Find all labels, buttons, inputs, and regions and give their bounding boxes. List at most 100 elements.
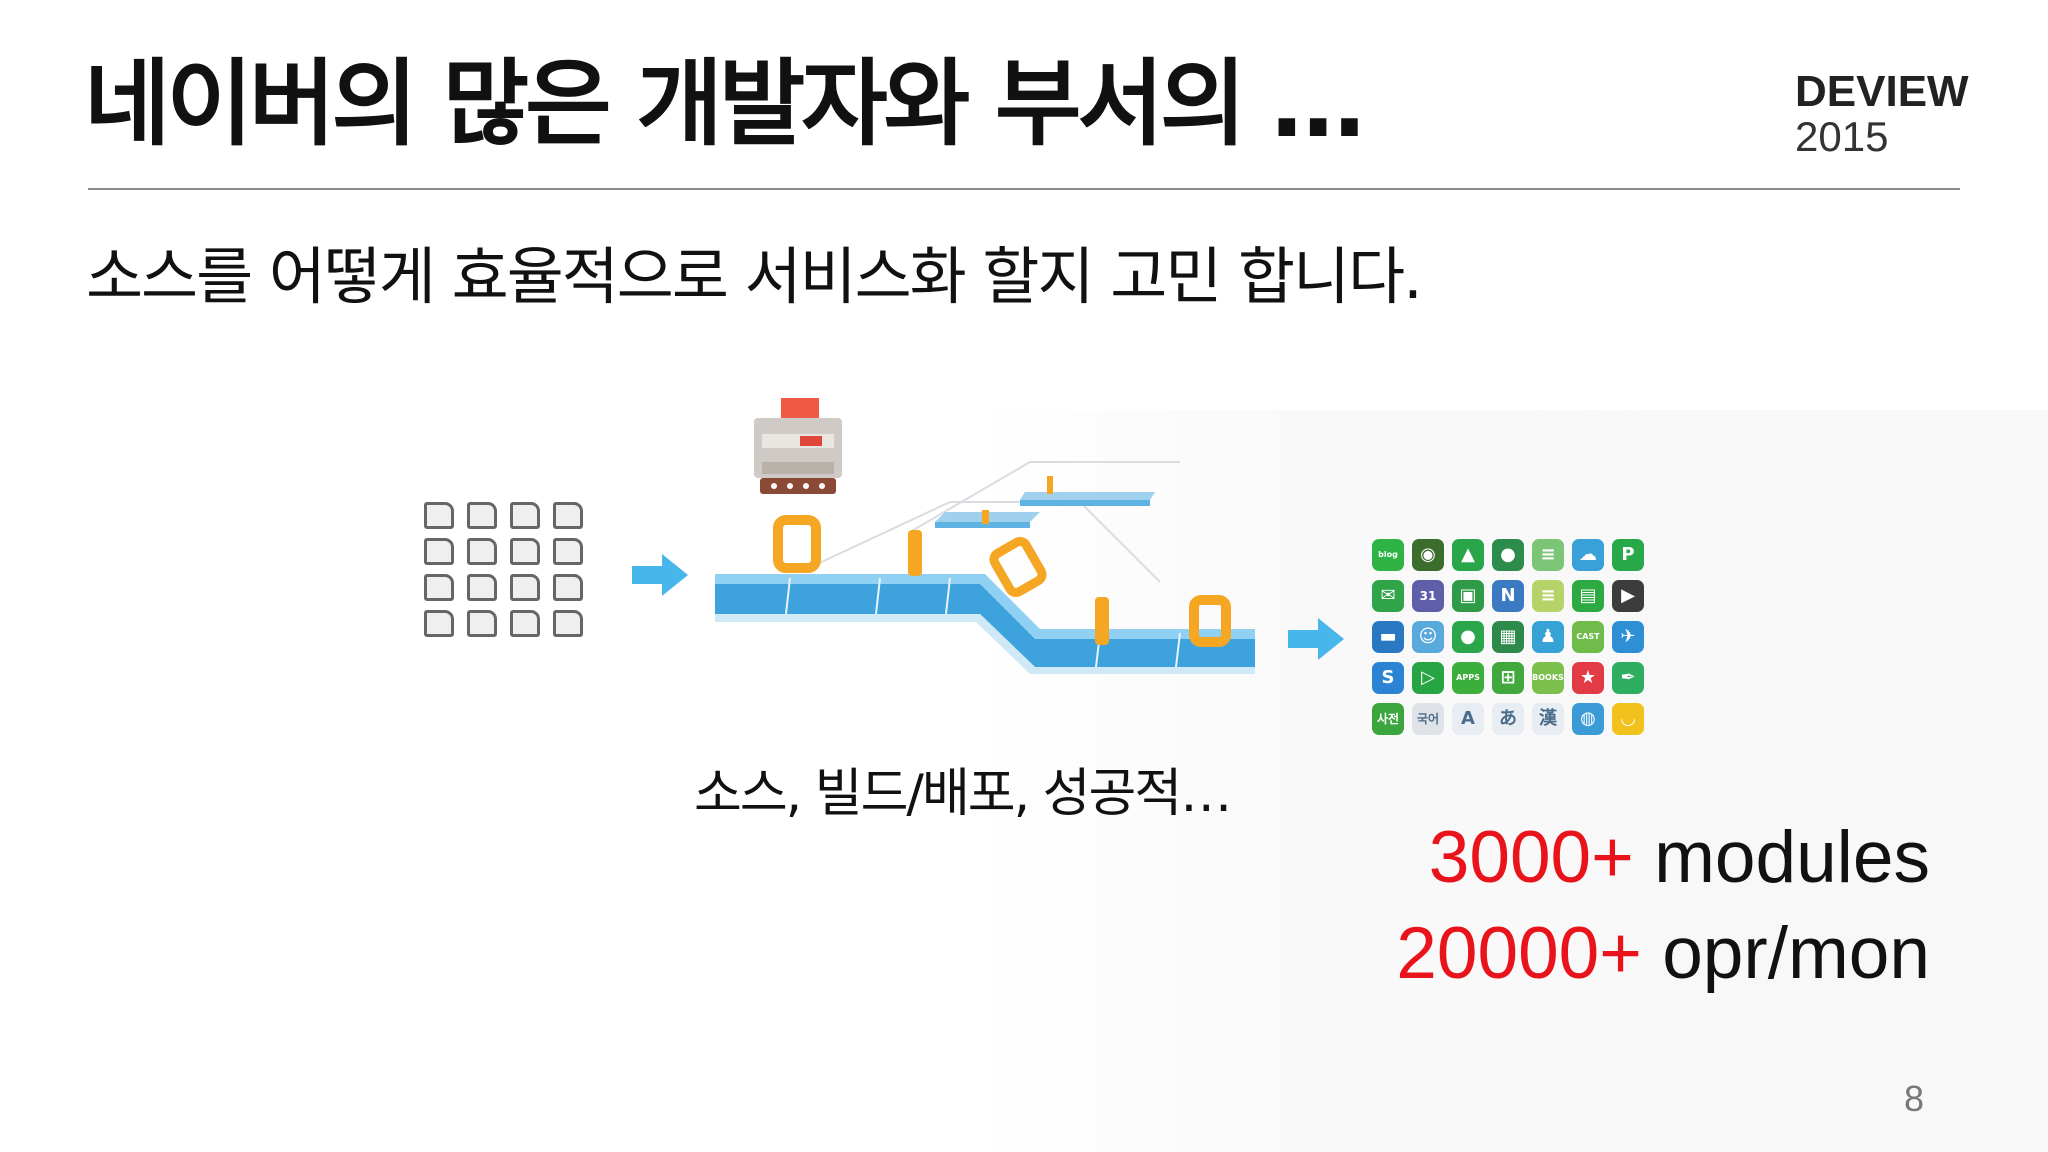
play-icon: ▷ — [1412, 662, 1444, 694]
app-glyph: ≡ — [1540, 544, 1556, 565]
app-glyph: ● — [1460, 626, 1476, 647]
app-glyph: ▤ — [1579, 585, 1597, 606]
app-glyph: ◉ — [1420, 544, 1436, 565]
app-glyph: ✒ — [1620, 667, 1636, 688]
app-glyph: ▬ — [1379, 626, 1397, 647]
slide-subtitle: 소스를 어떻게 효율적으로 서비스화 할지 고민 합니다. — [86, 240, 1423, 313]
pay-icon: P — [1612, 539, 1644, 571]
file-icon — [424, 574, 454, 601]
stat-label: modules — [1633, 817, 1930, 898]
app-glyph: N — [1500, 585, 1516, 606]
app-glyph: CAST — [1576, 632, 1600, 641]
hanja-dict-icon: 漢 — [1532, 703, 1564, 735]
page-number: 8 — [1904, 1078, 1925, 1119]
app-glyph: ▦ — [1499, 626, 1517, 647]
file-icon — [553, 538, 583, 565]
logo-line1: DEVIEW — [1795, 67, 1969, 116]
school-icon: ▲ — [1452, 539, 1484, 571]
file-icon — [510, 574, 540, 601]
mail-icon: ✉ — [1372, 580, 1404, 612]
cart-icon: ⊞ — [1492, 662, 1524, 694]
map-pin-icon: ● — [1492, 539, 1524, 571]
app-glyph: ⊞ — [1500, 667, 1516, 688]
weather-icon: ☁ — [1572, 539, 1604, 571]
title-divider — [88, 188, 1960, 190]
app-glyph: ▣ — [1459, 585, 1477, 606]
file-icon — [467, 538, 497, 565]
app-glyph: ◡ — [1621, 708, 1635, 729]
file-icon — [424, 502, 454, 529]
app-glyph: APPS — [1456, 673, 1480, 682]
contacts-icon: ▣ — [1452, 580, 1484, 612]
stat-label: opr/mon — [1641, 913, 1930, 994]
smile-icon: ◡ — [1612, 703, 1644, 735]
right-arrow-icon — [1288, 618, 1344, 660]
stat-value: 20000+ — [1396, 913, 1642, 994]
run-icon: ♟ — [1532, 621, 1564, 653]
app-glyph: ▲ — [1461, 544, 1475, 565]
app-glyph: ★ — [1579, 667, 1597, 688]
english-dict-icon: A — [1452, 703, 1484, 735]
background-shade — [975, 410, 2048, 1152]
file-icon — [424, 610, 454, 637]
plane-icon: ✈ — [1612, 621, 1644, 653]
app-glyph: 국어 — [1416, 712, 1440, 726]
file-icon — [467, 610, 497, 637]
file-icon — [510, 502, 540, 529]
file-icon — [553, 502, 583, 529]
file-icon — [553, 574, 583, 601]
cast-icon: CAST — [1572, 621, 1604, 653]
blog-icon: blog — [1372, 539, 1404, 571]
file-icon — [424, 538, 454, 565]
app-glyph: ▷ — [1421, 667, 1435, 688]
memo-icon: ≡ — [1532, 580, 1564, 612]
stats-block: 3000+ modules 20000+ opr/mon — [1396, 810, 1930, 1002]
file-icon — [553, 610, 583, 637]
photo-icon: ▦ — [1492, 621, 1524, 653]
app-glyph: ≡ — [1540, 585, 1556, 606]
car-icon: ▬ — [1372, 621, 1404, 653]
calendar-icon: 31 — [1412, 580, 1444, 612]
stat-operations: 20000+ opr/mon — [1396, 906, 1930, 1002]
camera-icon: ◉ — [1412, 539, 1444, 571]
news-icon: ≡ — [1532, 539, 1564, 571]
naver-icon: N — [1492, 580, 1524, 612]
app-glyph: ✈ — [1620, 626, 1636, 647]
stat-value: 3000+ — [1428, 817, 1634, 898]
s-app-icon: S — [1372, 662, 1404, 694]
app-glyph: あ — [1499, 708, 1517, 729]
conveyor-belt-icon — [715, 398, 1255, 674]
app-glyph: BOOKS — [1532, 673, 1564, 682]
apps-icon: APPS — [1452, 662, 1484, 694]
stat-modules: 3000+ modules — [1396, 810, 1930, 906]
app-glyph: 31 — [1419, 589, 1437, 603]
app-glyph: ☁ — [1579, 544, 1597, 565]
file-icon — [510, 610, 540, 637]
file-icon — [467, 574, 497, 601]
books-icon: BOOKS — [1532, 662, 1564, 694]
star-icon: ★ — [1572, 662, 1604, 694]
file-stack-icon — [424, 502, 592, 650]
app-glyph: 사전 — [1376, 712, 1400, 726]
right-arrow-icon — [632, 554, 688, 596]
app-glyph: A — [1461, 708, 1475, 729]
app-glyph: ▶ — [1621, 585, 1635, 606]
video-icon: ▶ — [1612, 580, 1644, 612]
location-icon: ● — [1452, 621, 1484, 653]
pen-icon: ✒ — [1612, 662, 1644, 694]
list-icon: ▤ — [1572, 580, 1604, 612]
diagram-caption: 소스, 빌드/배포, 성공적… — [694, 764, 1232, 824]
logo-line2: 2015 — [1795, 113, 1889, 160]
app-glyph: ● — [1500, 544, 1516, 565]
korean-dict-icon: 국어 — [1412, 703, 1444, 735]
app-glyph: ◍ — [1580, 708, 1596, 729]
file-icon — [467, 502, 497, 529]
app-glyph: blog — [1378, 550, 1398, 559]
dictionary-icon: 사전 — [1372, 703, 1404, 735]
app-glyph: ♟ — [1539, 626, 1557, 647]
globe-icon: ◍ — [1572, 703, 1604, 735]
app-glyph: ☺ — [1418, 626, 1438, 647]
slide-title: 네이버의 많은 개발자와 부서의 … — [84, 50, 1365, 159]
app-glyph: S — [1381, 667, 1395, 688]
file-icon — [510, 538, 540, 565]
